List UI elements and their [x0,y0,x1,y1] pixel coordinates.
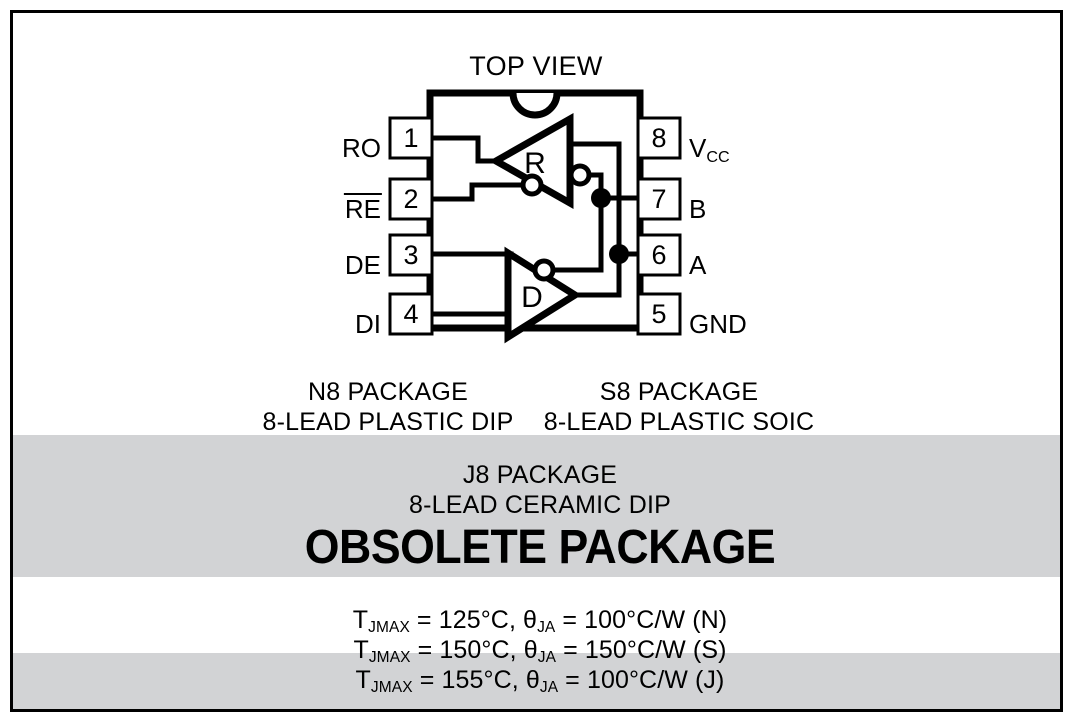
obsolete-package-heading: OBSOLETE PACKAGE [304,521,776,574]
pin-label-ro: RO [342,133,381,163]
thermal-j-tj-value: 155°C [441,666,512,694]
thermal-j-theta: θ [525,666,540,694]
thermal-j-tj: T [355,666,371,694]
thermal-line-j: TJMAX = 155°C, θJA = 100°C/W (J) [355,666,725,697]
pin-label-di: DI [355,309,381,339]
thermal-n-theta-value: 100°C/W [584,606,686,634]
figure-frame: 1 2 3 4 8 7 8 5 6 [10,10,1063,712]
thermal-s-tj-value: 150°C [439,636,510,664]
thermal-n-tj-value: 125°C [438,606,509,634]
thermal-s-theta-sub: JA [537,649,557,667]
package-s8-name: S8 PACKAGE [599,378,759,406]
thermal-line-n: TJMAX = 125°C, θJA = 100°C/W (N) [352,606,728,637]
svg-text:4: 4 [403,299,418,329]
svg-text:6: 6 [651,240,666,270]
pin-label-a: A [689,250,707,280]
svg-text:7: 7 [651,184,666,214]
package-n8-name: N8 PACKAGE [308,378,468,406]
thermal-s-suffix: (S) [692,636,727,664]
thermal-n-theta: θ [523,606,538,634]
thermal-j-tj-sub: JMAX [370,679,413,697]
svg-text:2: 2 [403,184,418,214]
thermal-n-tj: T [352,606,369,634]
thermal-s-theta-value: 150°C/W [584,636,686,664]
package-j8-name: J8 PACKAGE [462,461,618,489]
svg-text:5: 5 [651,299,666,329]
svg-text:R: R [524,147,546,180]
pin-label-vcc-base: V [689,133,707,163]
thermal-n-suffix: (N) [692,606,728,634]
top-view-title: TOP VIEW [469,51,603,81]
thermal-s-tj: T [353,636,369,664]
thermal-j-theta-sub: JA [539,679,559,697]
svg-text:8: 8 [651,240,666,270]
thermal-s-theta: θ [523,636,538,664]
pin-label-re: RE [343,193,383,224]
pin-label-vcc: VCC [689,133,730,165]
obsolete-package-band [13,435,1060,577]
pin-label-vcc-sub: CC [706,147,730,166]
package-n8-description: 8-LEAD PLASTIC DIP [262,408,514,436]
pin-label-re-text: RE [343,193,383,224]
pin-label-de: DE [344,250,381,280]
pin-label-b: B [689,194,707,224]
pinout-diagram: 1 2 3 4 8 7 8 5 6 [388,89,682,344]
svg-text:1: 1 [403,123,418,153]
thermal-line-s: TJMAX = 150°C, θJA = 150°C/W (S) [353,636,727,667]
svg-text:D: D [521,281,543,314]
thermal-n-tj-sub: JMAX [368,619,410,637]
thermal-j-theta-value: 100°C/W [586,666,688,694]
svg-text:3: 3 [403,240,418,270]
svg-text:8: 8 [651,123,666,153]
pin-label-gnd: GND [689,309,747,339]
package-s8-description: 8-LEAD PLASTIC SOIC [543,408,815,436]
thermal-j-suffix: (J) [695,666,725,694]
package-j8-description: 8-LEAD CERAMIC DIP [409,491,671,519]
thermal-j-band [13,653,1060,709]
thermal-n-theta-sub: JA [537,619,556,637]
thermal-s-tj-sub: JMAX [368,649,411,667]
